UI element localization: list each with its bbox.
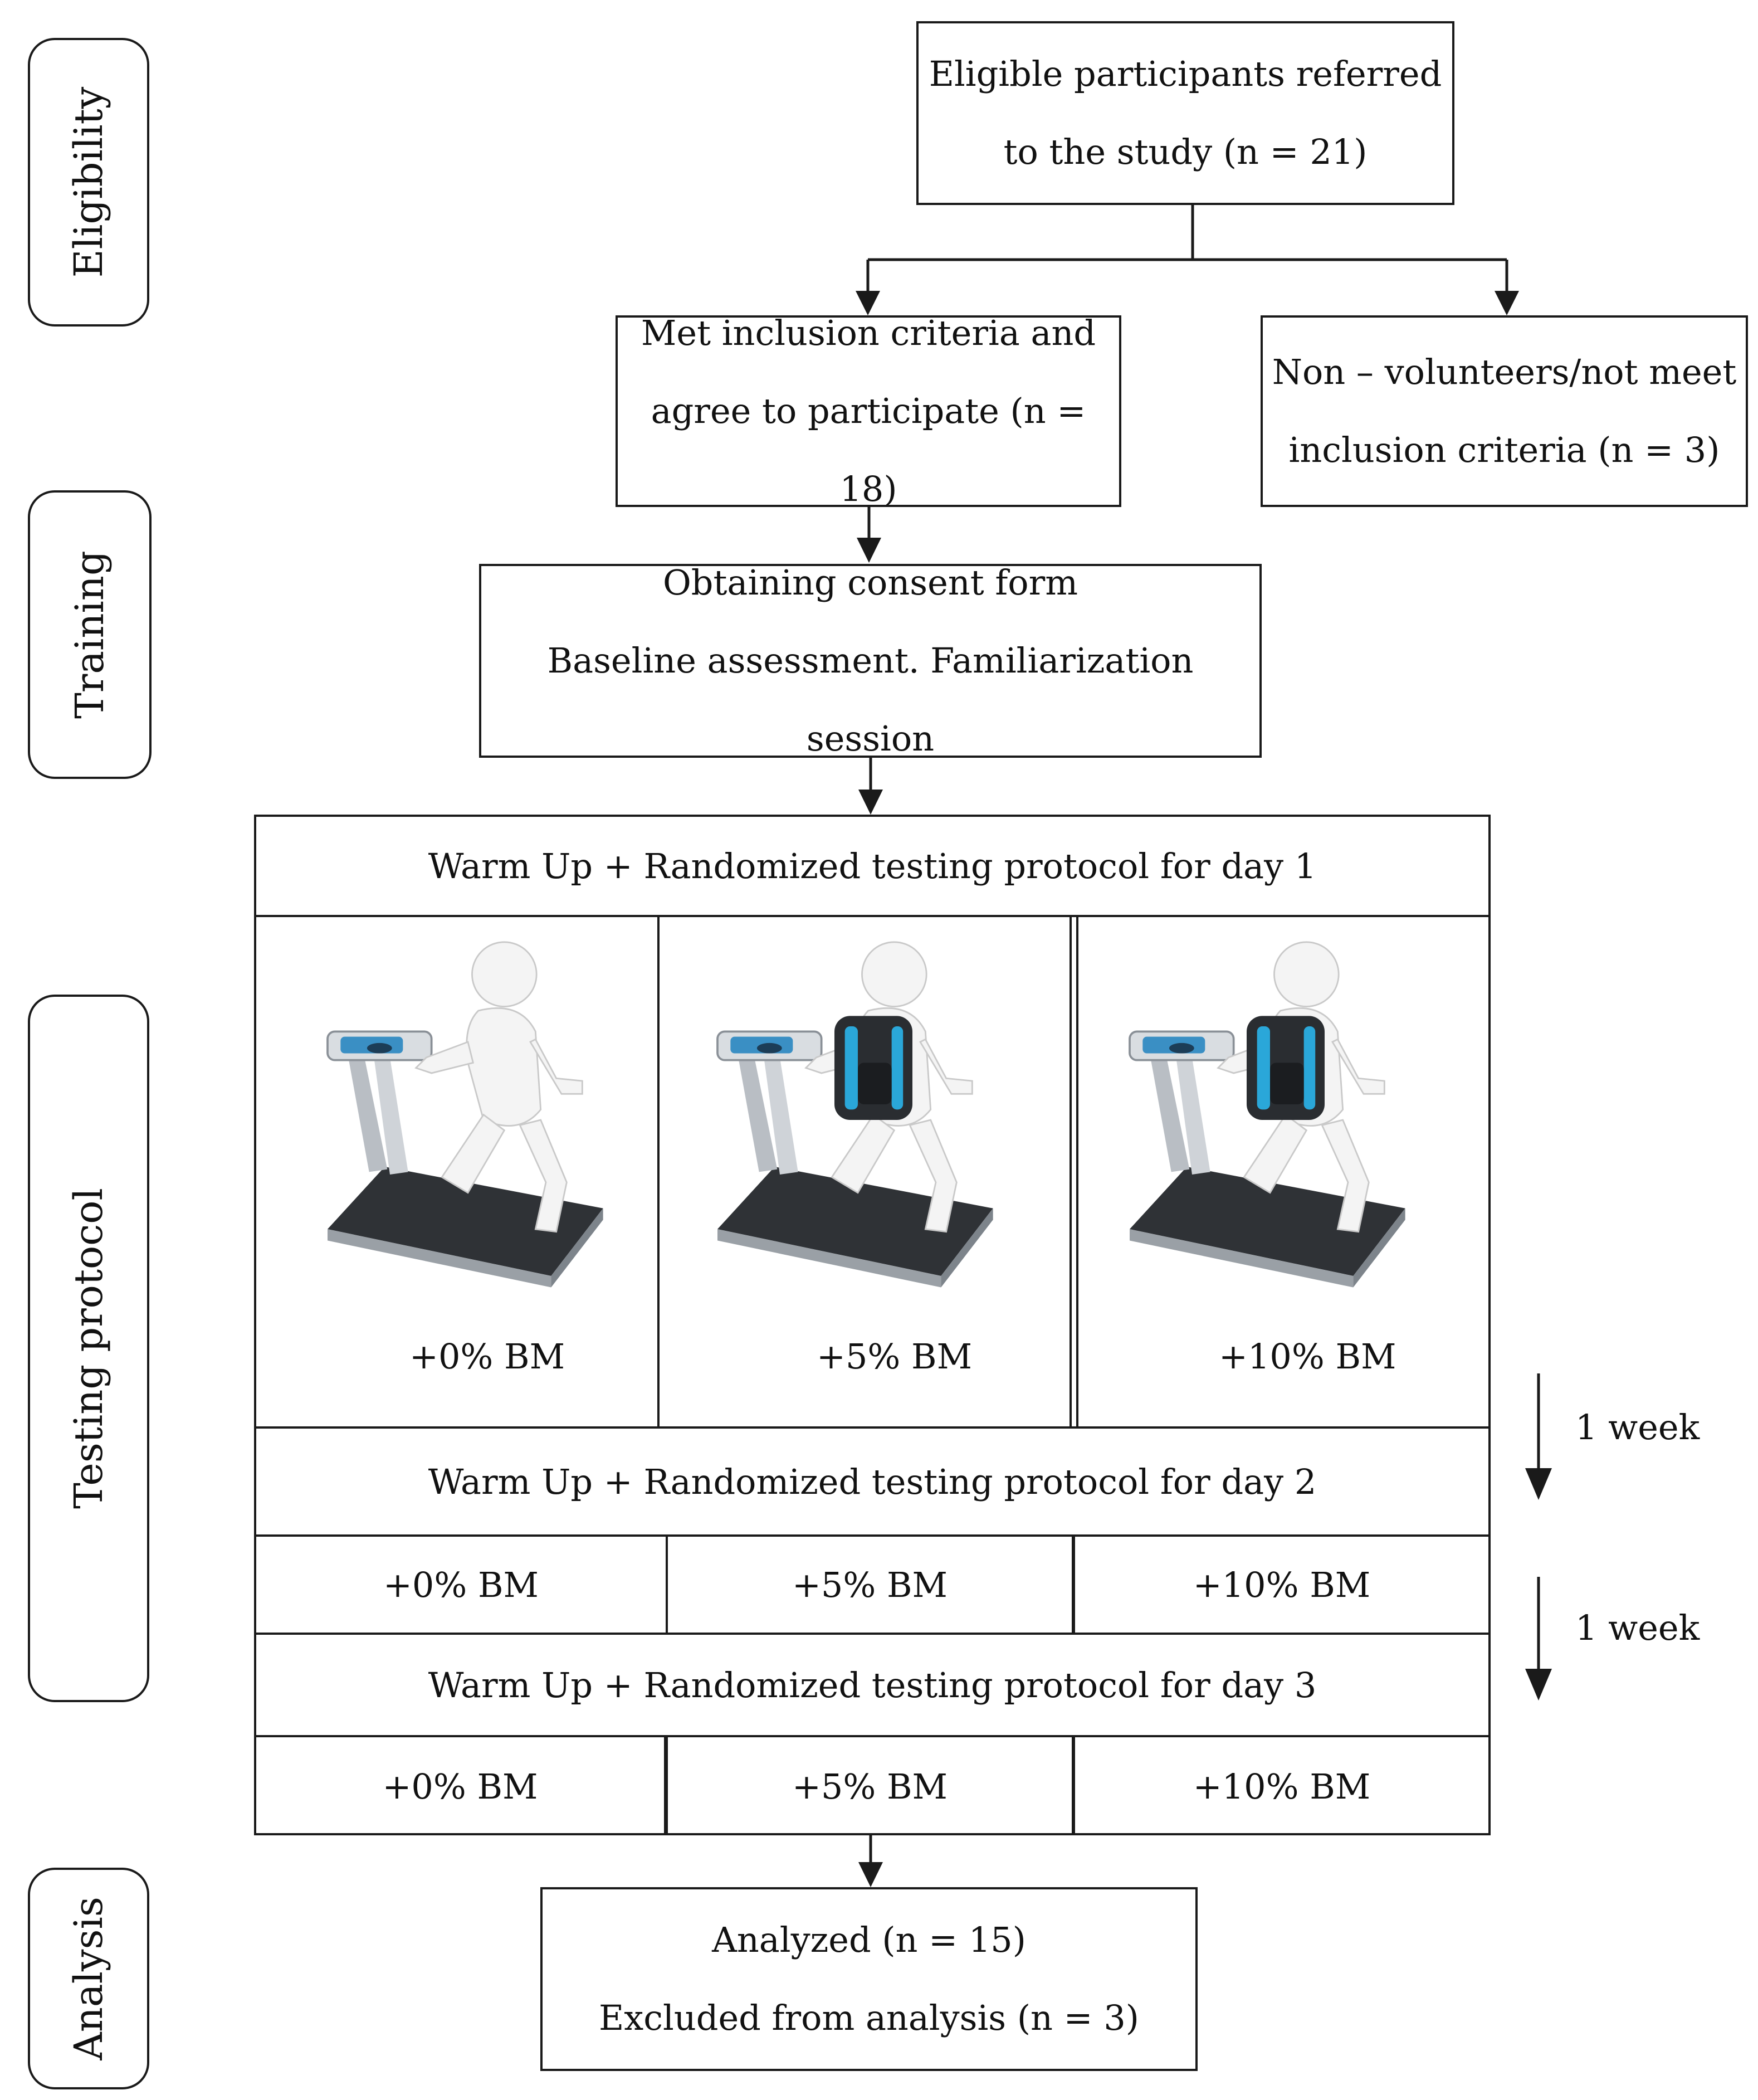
treadmill-base — [326, 1030, 603, 1288]
box-eligible-referred-line1: Eligible participants referred — [929, 53, 1442, 94]
table-rule — [254, 1633, 1491, 1635]
table-rule — [254, 915, 1491, 917]
box-not-included-line2: inclusion criteria (n = 3) — [1288, 430, 1720, 470]
day1-header: Warm Up + Randomized testing protocol fo… — [428, 845, 1317, 886]
box-eligible-referred: Eligible participants referred to the st… — [916, 21, 1454, 205]
box-not-included: Non – volunteers/not meet inclusion crit… — [1261, 315, 1748, 507]
backpack-shape — [1247, 1016, 1325, 1120]
day1-condition-10: +10% BM — [1219, 1336, 1396, 1377]
table-rule — [657, 915, 660, 1426]
box-consent-line1: Obtaining consent form — [662, 562, 1078, 603]
box-met-inclusion: Met inclusion criteria and agree to part… — [616, 313, 1121, 509]
box-consent-line2: Baseline assessment. Familiarization ses… — [547, 640, 1194, 759]
table-rule — [666, 1534, 668, 1633]
day2-condition-10: +10% BM — [1193, 1564, 1371, 1605]
day1-condition-0: +0% BM — [409, 1336, 565, 1377]
treadmill-base — [1129, 1030, 1405, 1288]
day3-condition-5: +5% BM — [792, 1766, 948, 1807]
day2-condition-0: +0% BM — [383, 1564, 539, 1605]
table-rule — [664, 1735, 668, 1835]
day3-header: Warm Up + Randomized testing protocol fo… — [428, 1664, 1317, 1706]
stage-eligibility: Eligibility — [28, 38, 149, 327]
treadmill-runner-backpack-icon — [1129, 941, 1405, 1288]
table-rule — [254, 1426, 1491, 1429]
stage-training: Training — [28, 490, 152, 779]
treadmill-runner-backpack-icon — [716, 941, 993, 1288]
treadmill-base — [716, 1030, 993, 1288]
table-rule — [254, 1534, 1491, 1537]
day1-condition-5: +5% BM — [817, 1336, 973, 1377]
box-eligible-referred-line2: to the study (n = 21) — [1003, 131, 1368, 172]
table-rule — [1070, 915, 1072, 1426]
runner-figure — [414, 941, 583, 1233]
table-rule — [1072, 1735, 1075, 1835]
box-met-inclusion-line2: agree to participate (n = 18) — [651, 391, 1086, 509]
backpack-shape — [834, 1016, 912, 1120]
day2-condition-5: +5% BM — [792, 1564, 948, 1605]
box-consent-baseline: Obtaining consent form Baseline assessme… — [479, 562, 1262, 759]
box-analysis-line1: Analyzed (n = 15) — [712, 1919, 1026, 1960]
day2-header: Warm Up + Randomized testing protocol fo… — [428, 1461, 1317, 1502]
box-analysis-line2: Excluded from analysis (n = 3) — [599, 1997, 1139, 2038]
stage-analysis: Analysis — [28, 1868, 149, 2089]
box-analysis: Analyzed (n = 15) Excluded from analysis… — [540, 1887, 1198, 2071]
stage-testing: Testing protocol — [28, 995, 149, 1702]
interval-label-2: 1 week — [1575, 1607, 1700, 1648]
box-not-included-line1: Non – volunteers/not meet — [1272, 352, 1737, 392]
treadmill-runner-icon — [326, 941, 603, 1288]
testing-protocol-table — [254, 815, 1491, 1835]
interval-label-1: 1 week — [1575, 1407, 1700, 1448]
table-rule — [1072, 1534, 1075, 1633]
table-rule — [254, 1735, 1491, 1737]
box-met-inclusion-line1: Met inclusion criteria and — [641, 313, 1096, 353]
table-rule — [1076, 915, 1078, 1426]
day3-condition-10: +10% BM — [1193, 1766, 1371, 1807]
day3-condition-0: +0% BM — [382, 1766, 538, 1807]
